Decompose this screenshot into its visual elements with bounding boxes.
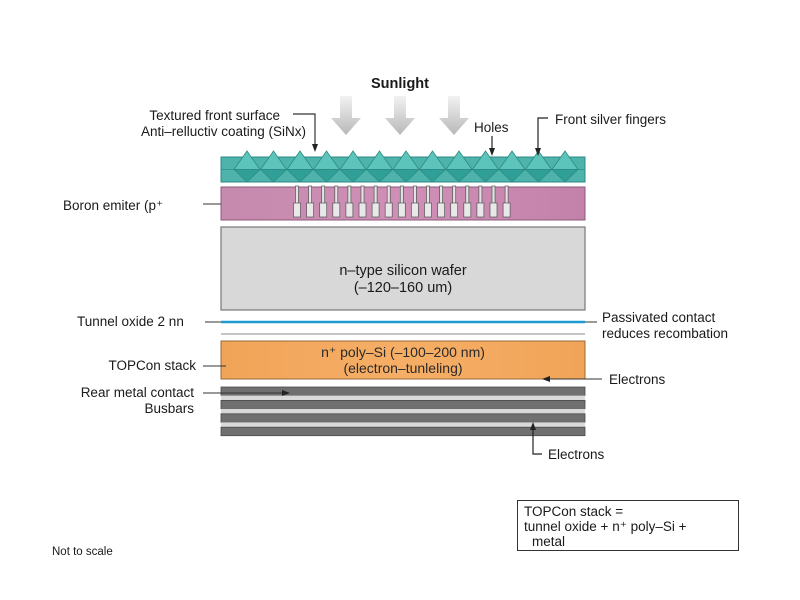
silver-finger — [332, 185, 341, 218]
electrons-lower-label: Electrons — [548, 447, 605, 462]
silver-finger — [306, 185, 314, 218]
legend-line-2: tunnel oxide + n⁺ poly–Si + — [524, 519, 687, 534]
silver-finger — [345, 185, 354, 218]
silver-finger — [384, 185, 393, 218]
silicon-wafer-layer: n–type silicon wafer (–120–160 um) — [220, 226, 586, 311]
passivated-contact-label: Passivated contact — [602, 310, 716, 325]
poly-si-text-line1: n⁺ poly–Si (–100–200 nm) — [321, 344, 485, 360]
wafer-text-line2: (–120–160 um) — [354, 280, 452, 296]
sunlight-label: Sunlight — [371, 76, 429, 92]
topcon-stack-label: TOPCon stack — [108, 358, 196, 373]
silver-finger — [463, 185, 472, 218]
electrons-lower-arrow — [530, 422, 542, 455]
front-silver-fingers-label: Front silver fingers — [555, 112, 666, 127]
legend-line-1: TOPCon stack = — [524, 504, 624, 519]
arc-coating-label: Anti–relluctiv coating (SiNx) — [141, 124, 306, 139]
boron-emitter-layer — [220, 185, 586, 221]
holes-label: Holes — [474, 120, 509, 135]
silver-finger — [450, 185, 459, 218]
silver-finger — [476, 185, 485, 218]
topcon-stack-legend-box: TOPCon stack = tunnel oxide + n⁺ poly–Si… — [517, 500, 739, 551]
silver-finger — [411, 185, 419, 218]
busbars-label: Busbars — [144, 401, 194, 416]
textured-front-label: Textured front surface — [149, 108, 280, 123]
rear-metal-strip — [220, 426, 586, 437]
poly-si-layer: n⁺ poly–Si (–100–200 nm) (electron–tunle… — [220, 340, 586, 380]
legend-line-3: metal — [532, 534, 566, 549]
silver-finger — [319, 185, 328, 218]
rear-metal-strip — [220, 386, 586, 396]
poly-si-text-line2: (electron–tunleling) — [343, 360, 462, 376]
fingers-pointer-line — [535, 117, 548, 156]
sunlight-arrows — [331, 96, 469, 135]
rear-metal-strip — [220, 399, 586, 410]
silver-finger — [502, 185, 511, 218]
boron-emitter-label: Boron emiter (p⁺ — [63, 198, 163, 213]
sun-arrow-icon — [331, 96, 361, 135]
reduces-recombination-label: reduces recombation — [602, 326, 728, 341]
electrons-upper-label: Electrons — [609, 372, 666, 387]
not-to-scale-note: Not to scale — [52, 546, 113, 558]
sun-arrow-icon — [385, 96, 415, 135]
rear-metal-contact-label: Rear metal contact — [81, 385, 195, 400]
silver-finger — [358, 185, 367, 218]
silver-finger — [371, 185, 380, 218]
sun-arrow-icon — [439, 96, 469, 135]
silver-finger — [397, 185, 406, 218]
silver-finger — [293, 185, 301, 218]
arc-coating-layer — [220, 150, 586, 183]
silver-fingers — [293, 185, 511, 218]
silver-finger — [437, 185, 445, 218]
rear-metal-layer — [220, 386, 586, 437]
silver-finger — [424, 185, 432, 218]
silver-finger — [489, 185, 498, 218]
arc-pointer-line — [293, 113, 318, 152]
rear-metal-strip — [220, 413, 586, 423]
wafer-text-line1: n–type silicon wafer — [339, 263, 467, 279]
tunnel-oxide-label: Tunnel oxide 2 nn — [77, 314, 184, 329]
